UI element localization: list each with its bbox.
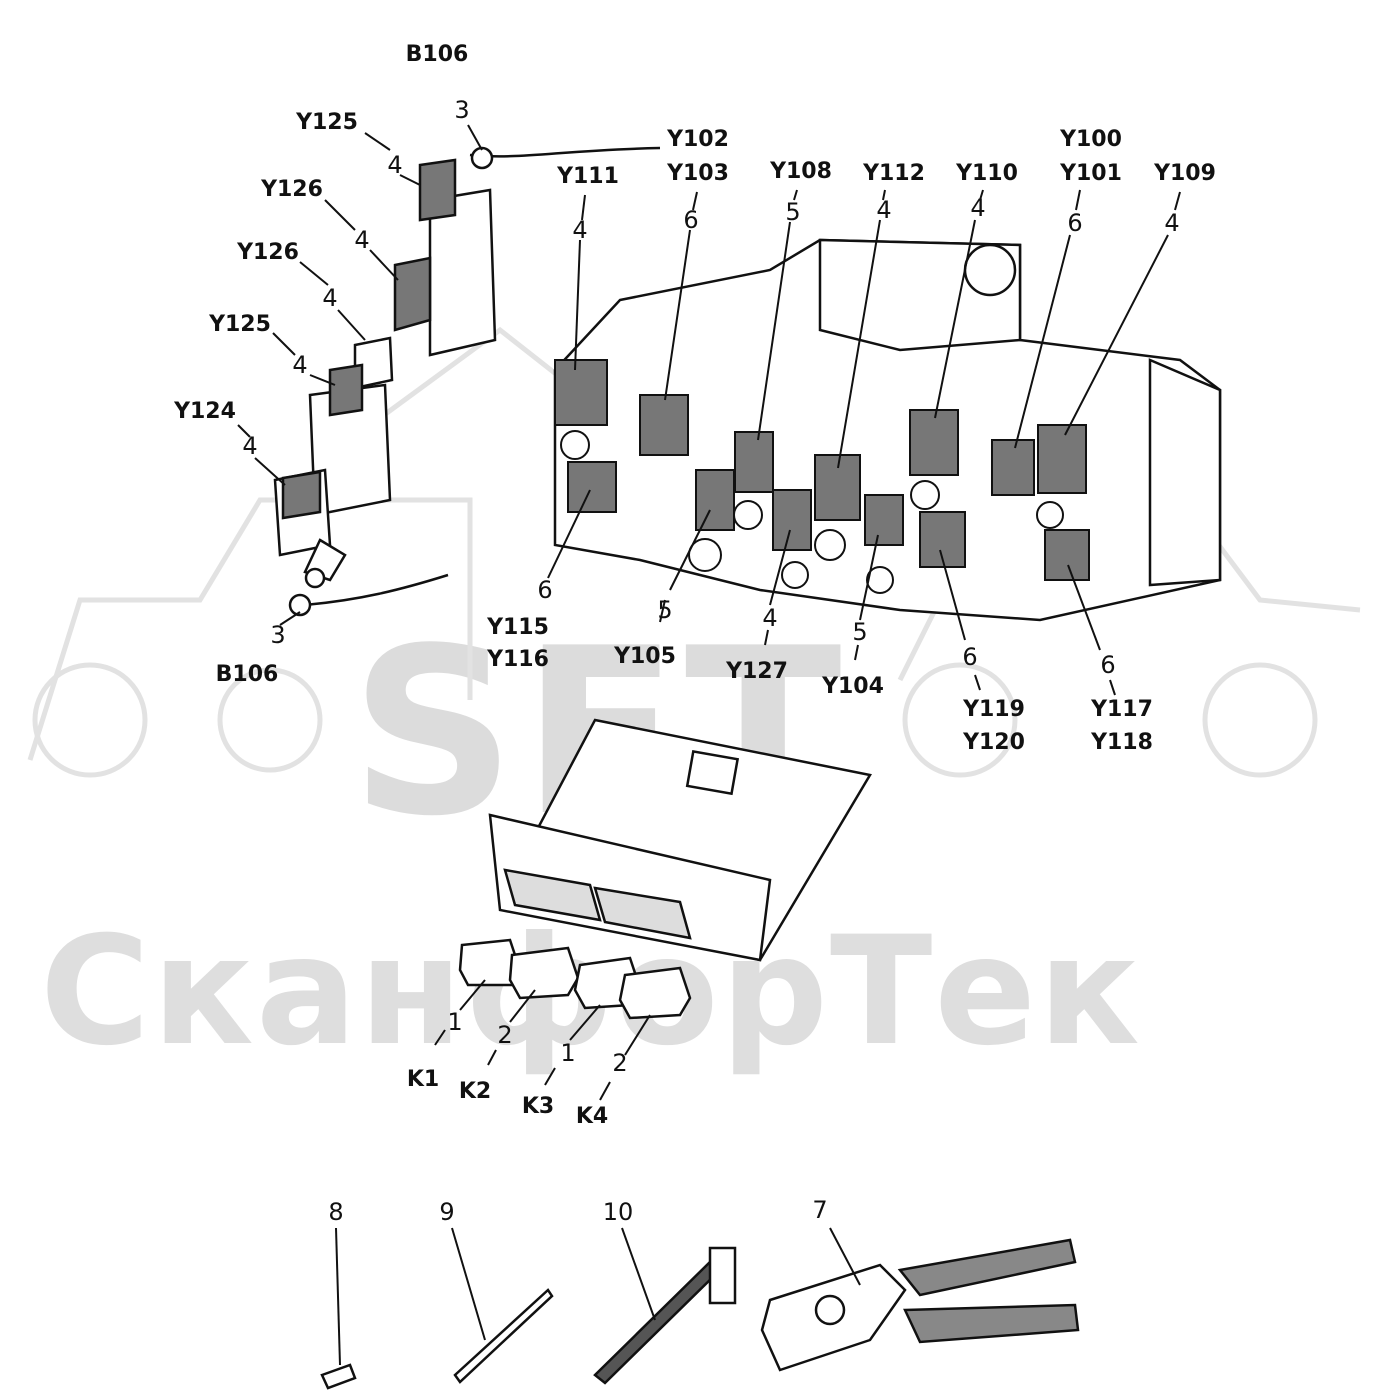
num-tool-9: 9: [439, 1198, 455, 1226]
label-y101: Y101: [1060, 161, 1122, 186]
num-y104: 5: [852, 618, 868, 646]
num-y124: 4: [242, 432, 258, 460]
label-y108: Y108: [770, 159, 832, 184]
num-k2: 2: [497, 1021, 513, 1049]
num-y117-y118: 6: [1100, 651, 1116, 679]
label-y119: Y119: [963, 697, 1025, 722]
label-b106-bottom: B106: [215, 662, 279, 687]
num-tool-10: 10: [602, 1198, 634, 1226]
main-valve-caps: [560, 430, 1064, 594]
label-y115: Y115: [487, 615, 549, 640]
leader-lines: [237, 124, 1181, 1366]
label-k1: K1: [406, 1067, 440, 1092]
num-y111: 4: [572, 216, 588, 244]
num-y105: 5: [657, 596, 673, 624]
label-y124: Y124: [174, 399, 236, 424]
num-tool-8: 8: [328, 1198, 344, 1226]
num-y100-y101: 6: [1067, 209, 1083, 237]
num-y127: 4: [762, 604, 778, 632]
num-y108: 5: [785, 198, 801, 226]
label-y120: Y120: [963, 730, 1025, 755]
label-y126-b: Y126: [237, 240, 299, 265]
num-y115-y116: 6: [537, 576, 553, 604]
label-y109: Y109: [1154, 161, 1216, 186]
tool-drawings: [320, 1238, 1080, 1390]
label-y116: Y116: [487, 647, 549, 672]
num-y119-y120: 6: [962, 643, 978, 671]
label-y112: Y112: [863, 161, 925, 186]
num-k4: 2: [612, 1049, 628, 1077]
left-valve-assembly: [273, 146, 661, 617]
label-y102: Y102: [667, 127, 729, 152]
connector-plugs: [458, 938, 692, 1020]
label-y103: Y103: [667, 161, 729, 186]
label-y117: Y117: [1091, 697, 1153, 722]
num-y109: 4: [1164, 209, 1180, 237]
label-y111: Y111: [557, 164, 619, 189]
num-k3: 1: [560, 1039, 576, 1067]
num-k1: 1: [447, 1008, 463, 1036]
label-k3: K3: [521, 1094, 555, 1119]
label-y105: Y105: [614, 644, 676, 669]
main-valve-solenoids: [554, 359, 1090, 581]
num-b106-top: 3: [454, 96, 470, 124]
num-y125-b: 4: [292, 351, 308, 379]
label-y125-top: Y125: [296, 110, 358, 135]
num-b106-bottom: 3: [270, 621, 286, 649]
num-tool-7: 7: [812, 1196, 828, 1224]
label-y104: Y104: [822, 674, 884, 699]
label-k4: K4: [575, 1104, 609, 1129]
num-y102-y103: 6: [683, 206, 699, 234]
control-unit: [488, 718, 872, 962]
label-y126-a: Y126: [261, 177, 323, 202]
label-y125-b: Y125: [209, 312, 271, 337]
num-y125-top: 4: [387, 151, 403, 179]
label-k2: K2: [458, 1079, 492, 1104]
label-y118: Y118: [1091, 730, 1153, 755]
num-y126-a: 4: [354, 226, 370, 254]
label-y100: Y100: [1060, 127, 1122, 152]
label-y110: Y110: [956, 161, 1018, 186]
num-y110: 4: [970, 194, 986, 222]
num-y112: 4: [876, 196, 892, 224]
num-y126-b: 4: [322, 284, 338, 312]
label-y127: Y127: [726, 659, 788, 684]
label-b106-top: B106: [405, 42, 469, 67]
